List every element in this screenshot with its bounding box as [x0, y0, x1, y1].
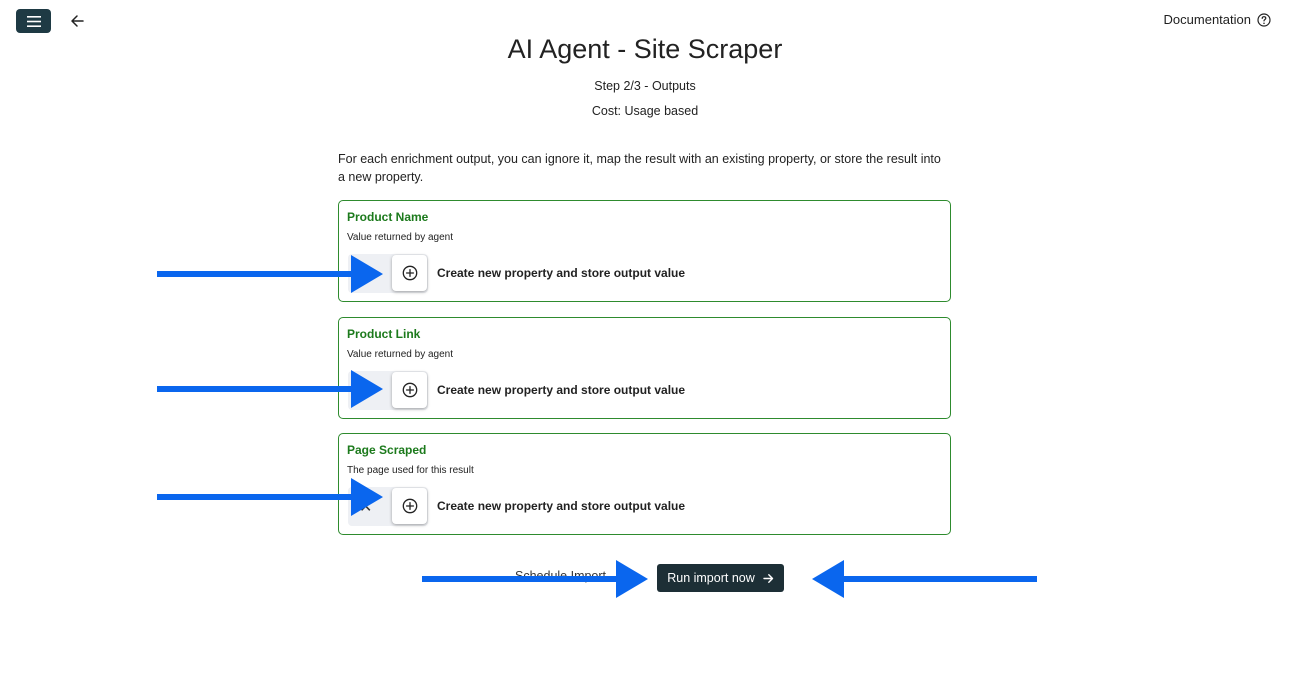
create-property-label[interactable]: Create new property and store output val…: [437, 499, 686, 513]
output-description: Value returned by agent: [347, 232, 454, 243]
create-property-button[interactable]: [392, 255, 427, 291]
page-title: AI Agent - Site Scraper: [507, 34, 783, 64]
arrow-left-icon: [71, 15, 84, 27]
output-card-product-link: Product Link Value returned by agent ✕ C…: [338, 317, 951, 419]
menu-button[interactable]: [16, 9, 51, 33]
plus-circle-icon: [402, 265, 417, 281]
annotation-arrow-shaft: [157, 271, 353, 277]
plus-circle-icon: [402, 498, 417, 514]
help-circle-icon: [1257, 12, 1271, 27]
create-property-button[interactable]: [392, 372, 427, 408]
output-name: Product Link: [347, 327, 421, 341]
annotation-arrow-head: [351, 370, 383, 408]
annotation-arrow-head: [812, 560, 844, 598]
run-import-label: Run import now: [667, 571, 755, 585]
annotation-arrow-head: [616, 560, 648, 598]
annotation-arrow-shaft: [422, 576, 618, 582]
annotation-arrow-head: [351, 478, 383, 516]
output-description: The page used for this result: [347, 465, 474, 476]
output-card-product-name: Product Name Value returned by agent ✕ C…: [338, 200, 951, 302]
annotation-arrow-shaft: [157, 386, 353, 392]
create-property-label[interactable]: Create new property and store output val…: [437, 266, 686, 280]
annotation-arrow-shaft: [157, 494, 353, 500]
output-card-page-scraped: Page Scraped The page used for this resu…: [338, 433, 951, 535]
run-import-button[interactable]: Run import now: [657, 564, 784, 592]
output-description: Value returned by agent: [347, 349, 454, 360]
cost-label: Cost: Usage based: [591, 104, 699, 118]
documentation-link[interactable]: Documentation: [1164, 12, 1271, 27]
documentation-label: Documentation: [1163, 12, 1251, 27]
plus-circle-icon: [402, 382, 417, 398]
arrow-right-icon: [763, 573, 773, 583]
annotation-arrow-head: [351, 255, 383, 293]
output-name: Page Scraped: [347, 443, 427, 457]
create-property-label[interactable]: Create new property and store output val…: [437, 383, 686, 397]
intro-text: For each enrichment output, you can igno…: [338, 152, 941, 184]
back-button[interactable]: [66, 10, 88, 32]
output-name: Product Name: [347, 210, 429, 224]
annotation-arrow-shaft: [843, 576, 1037, 582]
hamburger-menu-icon: [26, 15, 41, 27]
step-indicator: Step 2/3 - Outputs: [594, 79, 696, 93]
create-property-button[interactable]: [392, 488, 427, 524]
